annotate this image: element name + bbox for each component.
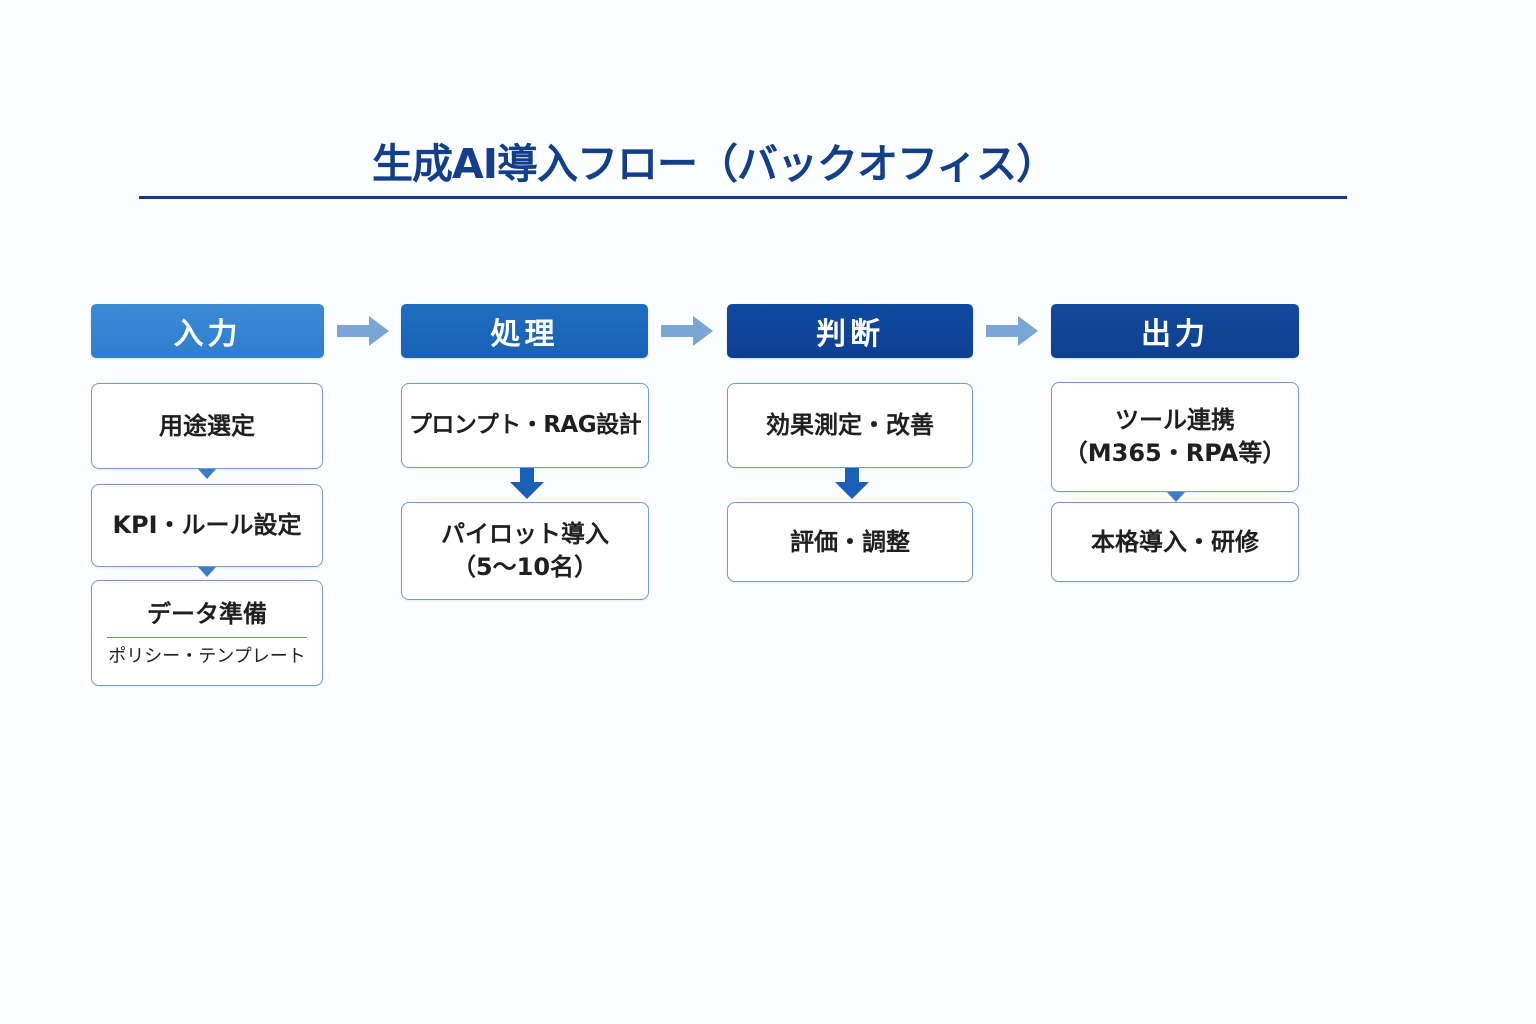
down-arrow-icon — [509, 468, 545, 500]
stage-header-process: 処理 — [401, 304, 648, 358]
down-triangle-icon — [198, 469, 216, 479]
step-box: パイロット導入 （5〜10名） — [401, 502, 649, 600]
step-label: データ準備 — [147, 599, 267, 628]
stage-header-judge: 判断 — [727, 304, 973, 358]
step-label: ツール連携 — [1115, 406, 1235, 434]
down-triangle-icon — [198, 567, 216, 577]
step-box: 本格導入・研修 — [1051, 502, 1299, 582]
right-arrow-icon — [661, 316, 713, 346]
step-sublabel: ポリシー・テンプレート — [108, 646, 306, 668]
divider — [107, 636, 307, 639]
title-underline — [139, 196, 1347, 199]
step-label: 評価・調整 — [790, 527, 910, 556]
step-label: プロンプト・RAG設計 — [408, 412, 642, 438]
stage-header-input: 入力 — [91, 304, 324, 358]
step-box: 用途選定 — [91, 383, 323, 469]
down-triangle-icon — [1167, 492, 1185, 502]
step-box: 効果測定・改善 — [727, 383, 973, 468]
step-label-2: （M365・RPA等） — [1063, 439, 1287, 467]
step-label: 本格導入・研修 — [1091, 527, 1259, 556]
right-arrow-icon — [337, 316, 389, 346]
step-label: 効果測定・改善 — [766, 411, 934, 439]
step-box: KPI・ルール設定 — [91, 484, 323, 567]
step-label: パイロット導入 — [441, 520, 609, 548]
step-label: KPI・ルール設定 — [112, 511, 302, 539]
step-label-2: （5〜10名） — [451, 553, 599, 581]
diagram-title: 生成AI導入フロー（バックオフィス） — [372, 140, 1057, 188]
down-arrow-icon — [834, 468, 870, 500]
stage-header-output: 出力 — [1051, 304, 1299, 358]
right-arrow-icon — [986, 316, 1038, 346]
step-box: データ準備 ポリシー・テンプレート — [91, 580, 323, 686]
step-box: 評価・調整 — [727, 502, 973, 582]
step-box: プロンプト・RAG設計 — [401, 383, 649, 468]
step-box: ツール連携 （M365・RPA等） — [1051, 382, 1299, 492]
step-label: 用途選定 — [159, 411, 255, 440]
